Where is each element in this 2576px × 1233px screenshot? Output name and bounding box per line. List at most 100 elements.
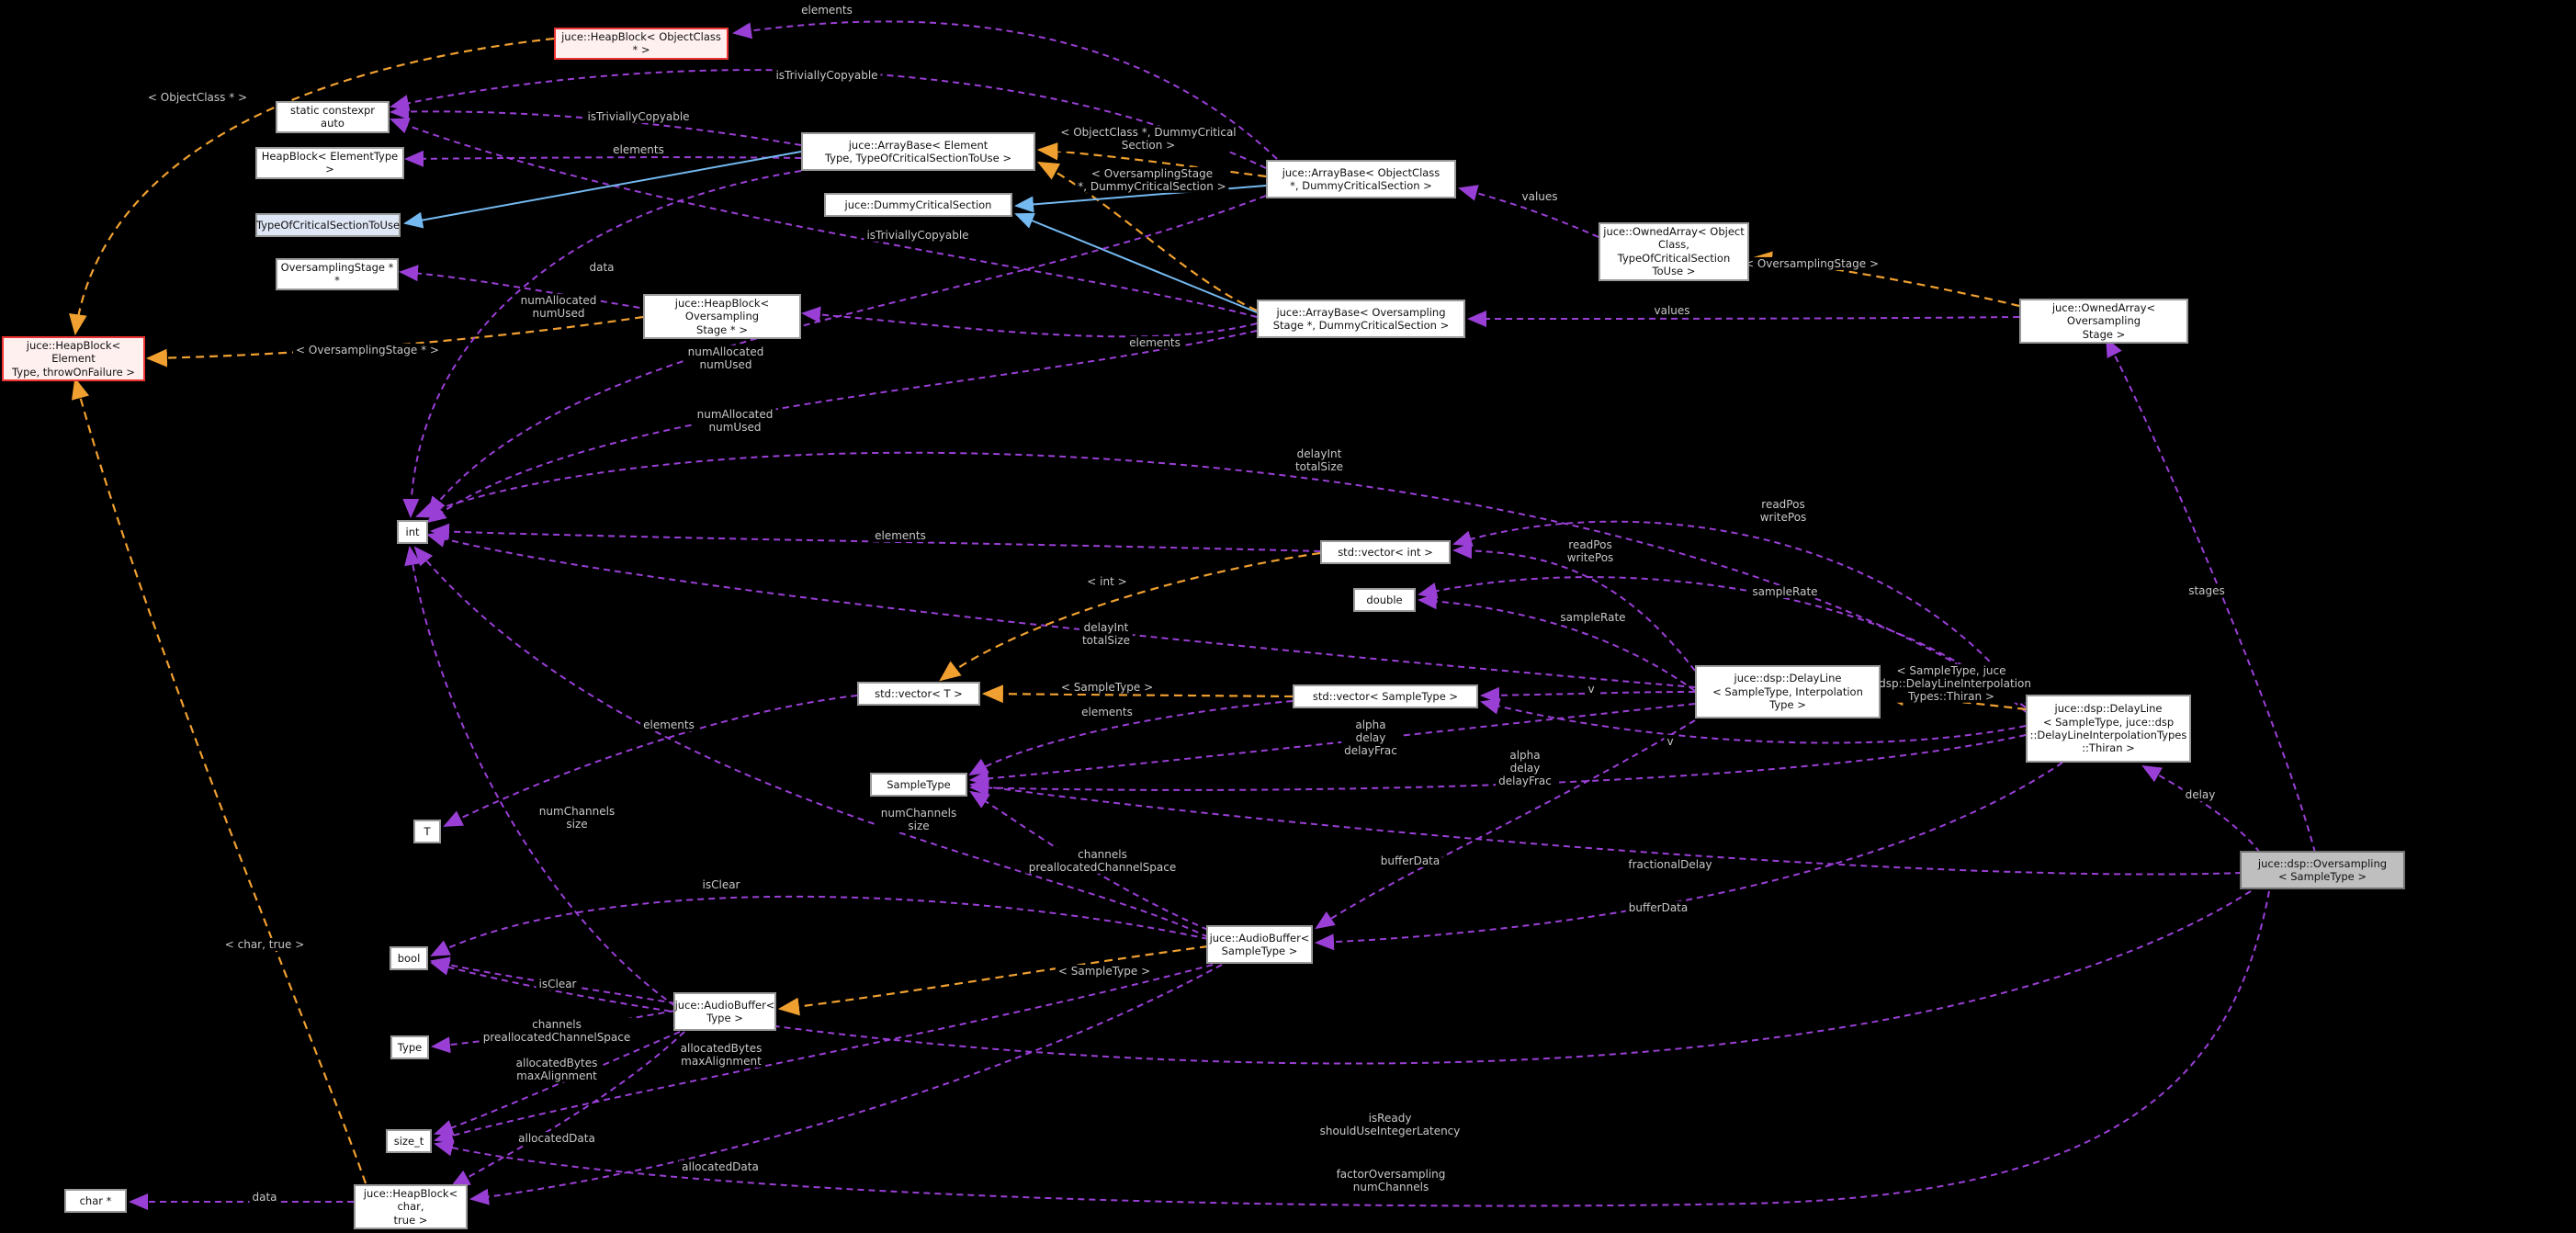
- node-delayline-interpolationtype[interactable]: juce::dsp::DelayLine < SampleType, Inter…: [1695, 665, 1881, 718]
- edge: [801, 306, 1258, 338]
- edge-label: < char, true >: [221, 937, 308, 952]
- edge-label: < OversamplingStage * >: [293, 343, 442, 357]
- node-audiobuffer-sampletype[interactable]: juce::AudioBuffer< SampleType >: [1206, 925, 1313, 964]
- edge-label: numAllocated numUsed: [517, 293, 600, 321]
- edge-label: allocatedData: [515, 1131, 598, 1146]
- edge-label: v: [1664, 734, 1677, 749]
- node-arraybase-oversamplingstage[interactable]: juce::ArrayBase< Oversampling Stage *, D…: [1257, 300, 1465, 338]
- edge-label: numAllocated numUsed: [694, 407, 776, 435]
- node-heapblock-objectclass[interactable]: juce::HeapBlock< ObjectClass * >: [554, 28, 729, 60]
- edge-label: < SampleType >: [1057, 680, 1157, 695]
- node-typeofcriticalsectiontouse: TypeOfCriticalSectionToUse: [255, 213, 401, 237]
- edge: [426, 195, 1267, 516]
- node-size-t: size_t: [386, 1129, 432, 1153]
- edge-label: numChannels size: [536, 804, 618, 831]
- edge-label: isClear: [536, 977, 580, 991]
- node-heapblock-elementtype-throwonfailure[interactable]: juce::HeapBlock< Element Type, throwOnFa…: [2, 336, 145, 382]
- edge: [981, 684, 1294, 704]
- node-double: double: [1353, 588, 1416, 612]
- edge: [939, 551, 1321, 682]
- edge-label: allocatedBytes maxAlignment: [677, 1041, 765, 1069]
- node-heapblock-oversamplingstage[interactable]: juce::HeapBlock< Oversampling Stage * >: [643, 294, 801, 340]
- node-heapblock-elementtype[interactable]: HeapBlock< ElementType >: [255, 147, 404, 179]
- edge-label: delayInt totalSize: [1079, 620, 1134, 648]
- edge-label: < ObjectClass *, DummyCritical Section >: [1057, 125, 1239, 153]
- edge: [1014, 212, 1258, 313]
- edge: [403, 151, 802, 229]
- edge: [71, 377, 367, 1184]
- node-vector-t: std::vector< T >: [857, 682, 980, 706]
- edge-label: < ObjectClass * >: [144, 90, 251, 105]
- edge-label: < OversamplingStage >: [1741, 256, 1882, 271]
- edge: [413, 546, 1209, 938]
- edge-label: data: [586, 260, 617, 275]
- edge-label: sampleRate: [1557, 610, 1629, 625]
- edge-label: elements: [798, 3, 855, 17]
- edge-label: allocatedBytes maxAlignment: [513, 1056, 601, 1083]
- edge-label: delayInt totalSize: [1292, 447, 1347, 474]
- edge-label: isTriviallyCopyable: [773, 68, 881, 83]
- node-dummycriticalsection[interactable]: juce::DummyCriticalSection: [824, 193, 1012, 217]
- edge: [434, 1031, 681, 1137]
- node-arraybase-objectclass[interactable]: juce::ArrayBase< ObjectClass *, DummyCri…: [1266, 160, 1456, 198]
- node-arraybase-elementtype[interactable]: juce::ArrayBase< Element Type, TypeOfCri…: [801, 132, 1035, 171]
- edge-label: isReady shouldUseIntegerLatency: [1316, 1111, 1463, 1138]
- edge-label: stages: [2186, 583, 2228, 598]
- node-type: Type: [390, 1035, 429, 1059]
- node-static-constexpr-auto: static constexpr auto: [276, 101, 390, 133]
- edge-label: isTriviallyCopyable: [864, 228, 972, 243]
- edge-label: readPos writePos: [1564, 537, 1617, 565]
- node-sampletype: SampleType: [870, 773, 967, 797]
- edge-label: < OversamplingStage *, DummyCriticalSect…: [1075, 166, 1229, 194]
- edge-label: numChannels size: [877, 806, 960, 833]
- edge-label: channels preallocatedChannelSpace: [1025, 847, 1180, 875]
- edge-label: elements: [872, 528, 929, 543]
- edge-label: alpha delay delayFrac: [1496, 748, 1554, 788]
- node-char-ptr: char *: [64, 1189, 127, 1213]
- edge: [426, 531, 1696, 688]
- node-audiobuffer-type[interactable]: juce::AudioBuffer< Type >: [673, 992, 776, 1031]
- edge: [2141, 765, 2261, 854]
- edge: [426, 330, 1258, 524]
- edge: [1467, 310, 2020, 327]
- edge: [430, 895, 1209, 956]
- edge-label: < SampleType >: [1055, 964, 1154, 978]
- node-bool: bool: [390, 946, 428, 970]
- node-vector-int: std::vector< int >: [1320, 540, 1451, 564]
- edge-label: channels preallocatedChannelSpace: [480, 1017, 634, 1045]
- edge-label: numAllocated numUsed: [684, 345, 767, 372]
- edge-label: factorOversampling numChannels: [1333, 1167, 1449, 1194]
- node-ownedarray-objectclass[interactable]: juce::OwnedArray< Object Class, TypeOfCr…: [1599, 222, 1749, 281]
- edge-label: elements: [1079, 705, 1135, 719]
- edge-label: elements: [640, 718, 697, 732]
- edge-label: bufferData: [1377, 854, 1443, 868]
- edge-label: < int >: [1084, 574, 1130, 589]
- node-oversampling: juce::dsp::Oversampling < SampleType >: [2240, 851, 2405, 889]
- edge-label: values: [1519, 189, 1561, 204]
- edge-label: alpha delay delayFrac: [1341, 718, 1400, 758]
- edge: [1315, 762, 2063, 951]
- edge: [404, 546, 676, 1007]
- edge-label: elements: [610, 142, 667, 157]
- edge: [434, 964, 1214, 1144]
- edge: [443, 695, 858, 827]
- node-ownedarray-oversamplingstage[interactable]: juce::OwnedArray< Oversampling Stage >: [2019, 299, 2188, 345]
- edge-label: values: [1651, 303, 1693, 318]
- edge: [430, 890, 2252, 1065]
- edge: [404, 150, 802, 167]
- node-heapblock-char-true[interactable]: juce::HeapBlock< char, true >: [354, 1184, 468, 1230]
- node-oversamplingstage-ptrptr: OversamplingStage * *: [276, 258, 399, 290]
- edge-label: elements: [1126, 335, 1183, 350]
- edge-label: allocatedData: [679, 1159, 762, 1174]
- edge: [450, 1031, 685, 1187]
- edge-label: isClear: [699, 877, 743, 892]
- edge: [402, 170, 802, 518]
- edge-label: readPos writePos: [1757, 497, 1810, 525]
- node-delayline-thiran[interactable]: juce::dsp::DelayLine < SampleType, juce:…: [2026, 695, 2191, 763]
- edge-label: data: [249, 1190, 280, 1205]
- edge-label: < SampleType, juce ::dsp::DelayLineInter…: [1869, 663, 2034, 704]
- node-vector-sampletype: std::vector< SampleType >: [1293, 684, 1478, 708]
- edge-label: delay: [2182, 787, 2219, 802]
- node-t: T: [413, 820, 441, 843]
- edge-label: fractionalDelay: [1625, 857, 1715, 872]
